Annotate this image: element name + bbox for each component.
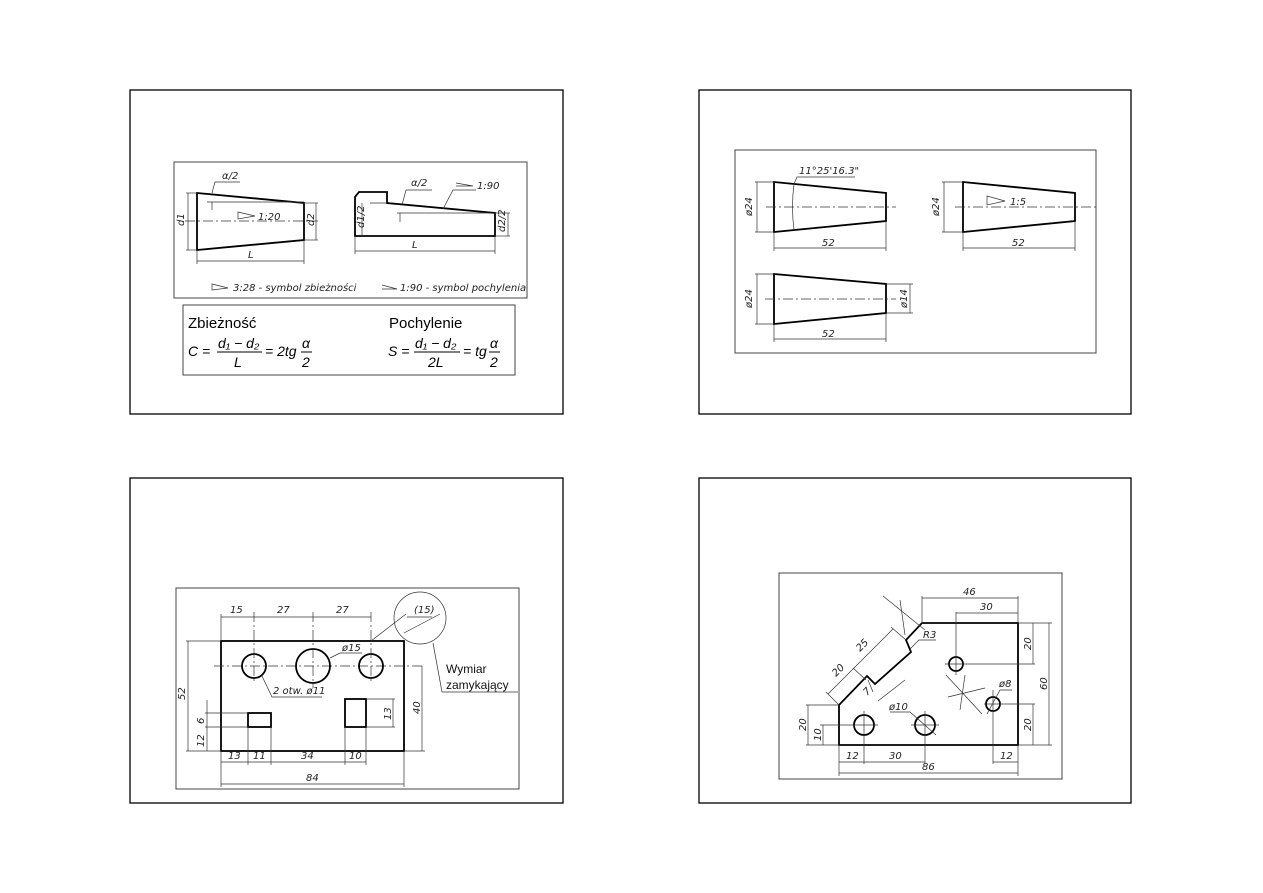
dimension-label: 60	[1039, 677, 1050, 690]
dimension-label: R3	[923, 630, 936, 641]
dimension-label: d1/2	[356, 206, 367, 228]
dimension-label: 1:90 - symbol pochylenia	[400, 283, 526, 294]
dimension-label: 46	[963, 587, 976, 598]
dimension-label: S =	[388, 343, 409, 359]
dimension-label: d1	[176, 213, 187, 226]
dimension-label: 6	[196, 718, 207, 724]
dimension-label: 10	[813, 728, 824, 741]
dimension-label: ø10	[888, 702, 908, 713]
taper-drawing: α/2 1:20 d1 d2 L α/2 1:90 d1/2 d2/2 L 3:…	[173, 161, 528, 299]
slide-plate-dimensioning	[698, 477, 1132, 804]
dimension-label: 52	[822, 238, 835, 249]
dimension-label: 34	[301, 751, 314, 762]
closing-dimension-drawing: 15 27 27 13 11 34 10 84 52 6 12 13 40 ø1…	[175, 587, 520, 790]
dimension-label: ø15	[341, 643, 361, 654]
dimension-label: 3:28 - symbol zbieżności	[233, 282, 357, 294]
dimension-label: d2/2	[497, 210, 508, 232]
taper-examples-drawing: 11°25'16.3" ø24 52 1:5 ø24 52 ø24 ø14 52	[734, 149, 1097, 354]
dimension-label: 12	[196, 734, 207, 747]
slope-symbol-icon	[381, 284, 398, 290]
dimension-label: 52	[177, 687, 188, 700]
dimension-label: 52	[1012, 238, 1025, 249]
detail-circle	[393, 591, 447, 645]
slide-taper-definition	[129, 89, 564, 415]
dimension-label: 86	[922, 762, 935, 773]
dimension-label: ø24	[744, 197, 755, 217]
dimension-label: 12	[846, 751, 859, 762]
dimension-label: 15	[230, 605, 243, 616]
dimension-label: 11°25'16.3"	[799, 166, 859, 177]
dimension-label: 2L	[427, 354, 444, 370]
dimension-label: 20	[1023, 718, 1034, 731]
dimension-label: ø8	[998, 679, 1011, 690]
dimension-label: 12	[1000, 751, 1013, 762]
dimension-label: L	[412, 240, 418, 251]
dimension-label: 27	[336, 605, 349, 616]
dimension-label: ø24	[744, 289, 755, 309]
slope-symbol-icon	[455, 182, 474, 187]
dimension-label: 2	[489, 354, 498, 370]
dimension-label: 20	[1023, 637, 1034, 650]
taper-symbol-icon	[986, 195, 1006, 206]
dimension-label: 10	[349, 751, 362, 762]
dimension-label: α/2	[411, 178, 427, 189]
dimension-label: Zbieżność	[188, 315, 257, 332]
dimension-label: 40	[412, 701, 423, 714]
dimension-label: α	[302, 335, 311, 351]
formula-box: Zbieżność C = d₁ − d₂ L = 2tg α 2 Pochyl…	[182, 304, 516, 376]
dimension-label: L	[234, 354, 242, 370]
dimension-label: Pochylenie	[389, 315, 462, 332]
plate-drawing: 46 30 20 60 20 12 30 12 86 20 10 25	[778, 572, 1063, 780]
dimension-label: ø14	[899, 289, 910, 309]
dimension-label: 27	[277, 605, 290, 616]
dimension-label: 30	[980, 602, 993, 613]
dimension-label: = tg	[463, 343, 487, 359]
dimension-label: 1:90	[477, 181, 499, 192]
dimension-label: α	[490, 335, 499, 351]
dimension-label: 13	[228, 751, 241, 762]
dimension-label: C =	[188, 343, 210, 359]
dimension-label: 30	[889, 751, 902, 762]
dimension-label: 1:5	[1010, 197, 1026, 208]
dimension-label: (15)	[414, 605, 435, 616]
dimension-label: 84	[306, 773, 319, 784]
dimension-label: d2	[306, 213, 317, 226]
taper-symbol-icon	[237, 211, 256, 220]
dimension-label: 2 otw. ø11	[273, 686, 325, 697]
dimension-label: d₁ − d₂	[415, 335, 457, 351]
dimension-label: 52	[822, 329, 835, 340]
dimension-label: 2	[301, 354, 310, 370]
dimension-label: Wymiar	[446, 662, 487, 676]
taper-symbol-icon	[211, 283, 229, 291]
dimension-label: 11	[253, 751, 266, 762]
dimension-label: α/2	[222, 171, 238, 182]
slide-taper-examples	[698, 89, 1132, 415]
dimension-label: d₁ − d₂	[218, 335, 260, 351]
dimension-label: 20	[798, 718, 809, 731]
dimension-label: ø24	[931, 197, 942, 217]
dimension-label: = 2tg	[265, 343, 297, 359]
dimension-label: 13	[383, 707, 394, 720]
dimension-label: zamykający	[446, 678, 509, 692]
dimension-label: 1:20	[258, 212, 280, 223]
dimension-label: L	[248, 250, 254, 261]
